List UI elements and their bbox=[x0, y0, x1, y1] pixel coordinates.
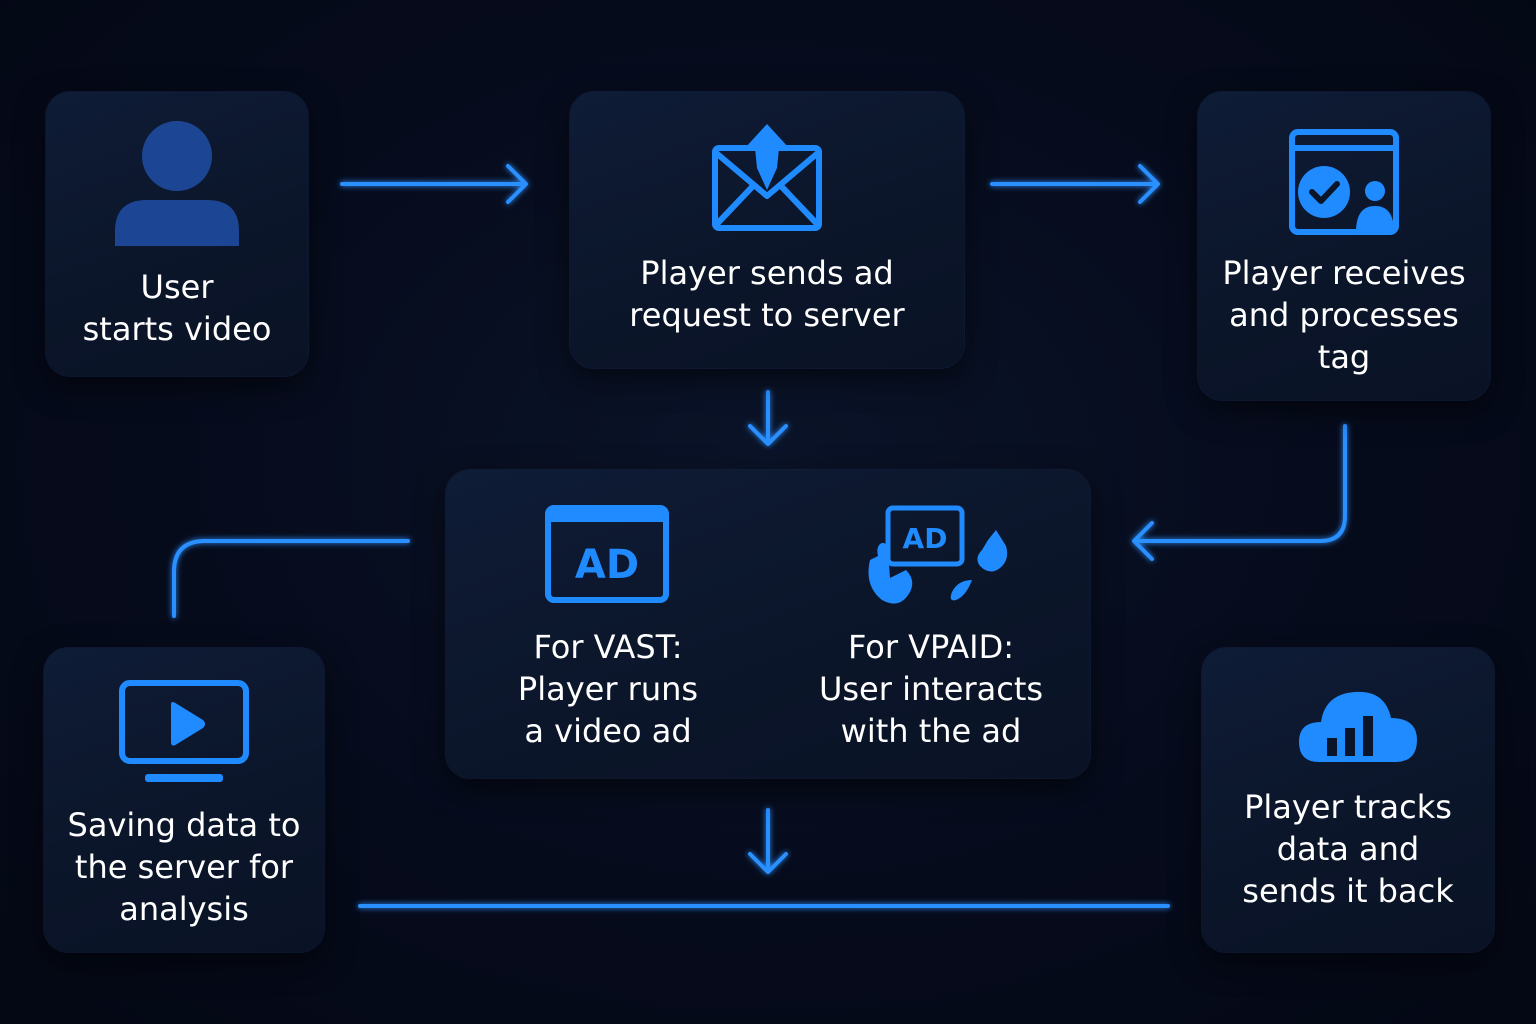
arrow-request-down bbox=[748, 390, 788, 446]
step-user-starts-video: User starts video bbox=[46, 92, 308, 376]
step-receive-tag: Player receives and processes tag bbox=[1198, 92, 1490, 400]
connector-ads-to-save bbox=[172, 539, 410, 618]
step-ad-request: Player sends ad request to server bbox=[570, 92, 964, 368]
arrow-request-to-receive bbox=[990, 164, 1160, 204]
step-label-vpaid: For VPAID: User interacts with the ad bbox=[818, 628, 1044, 750]
step-label: User starts video bbox=[82, 268, 272, 348]
step-track-data: Player tracks data and sends it back bbox=[1202, 648, 1494, 952]
arrow-receive-to-ads bbox=[1132, 424, 1347, 561]
arrow-user-to-request bbox=[340, 164, 528, 204]
browser-check-icon bbox=[1289, 129, 1399, 235]
step-label: Player tracks data and sends it back bbox=[1242, 788, 1454, 910]
ad-badge-text: AD bbox=[903, 522, 948, 555]
cloud-chart-icon bbox=[1299, 691, 1417, 762]
arrow-ads-down bbox=[748, 808, 788, 874]
step-ad-playback: AD For VAST: Player runs a video ad AD F… bbox=[446, 470, 1090, 778]
ad-touch-icon: AD bbox=[868, 505, 1008, 604]
ad-screen-icon: AD bbox=[545, 505, 669, 603]
step-label: Player receives and processes tag bbox=[1222, 254, 1466, 376]
step-save-data: Saving data to the server for analysis bbox=[44, 648, 324, 952]
step-label-vast: For VAST: Player runs a video ad bbox=[517, 628, 699, 750]
ad-badge-text: AD bbox=[575, 542, 639, 588]
step-label: Player sends ad request to server bbox=[629, 254, 905, 334]
user-icon bbox=[115, 121, 239, 246]
monitor-play-icon bbox=[119, 680, 249, 782]
envelope-icon bbox=[712, 124, 822, 231]
step-label: Saving data to the server for analysis bbox=[67, 806, 301, 928]
